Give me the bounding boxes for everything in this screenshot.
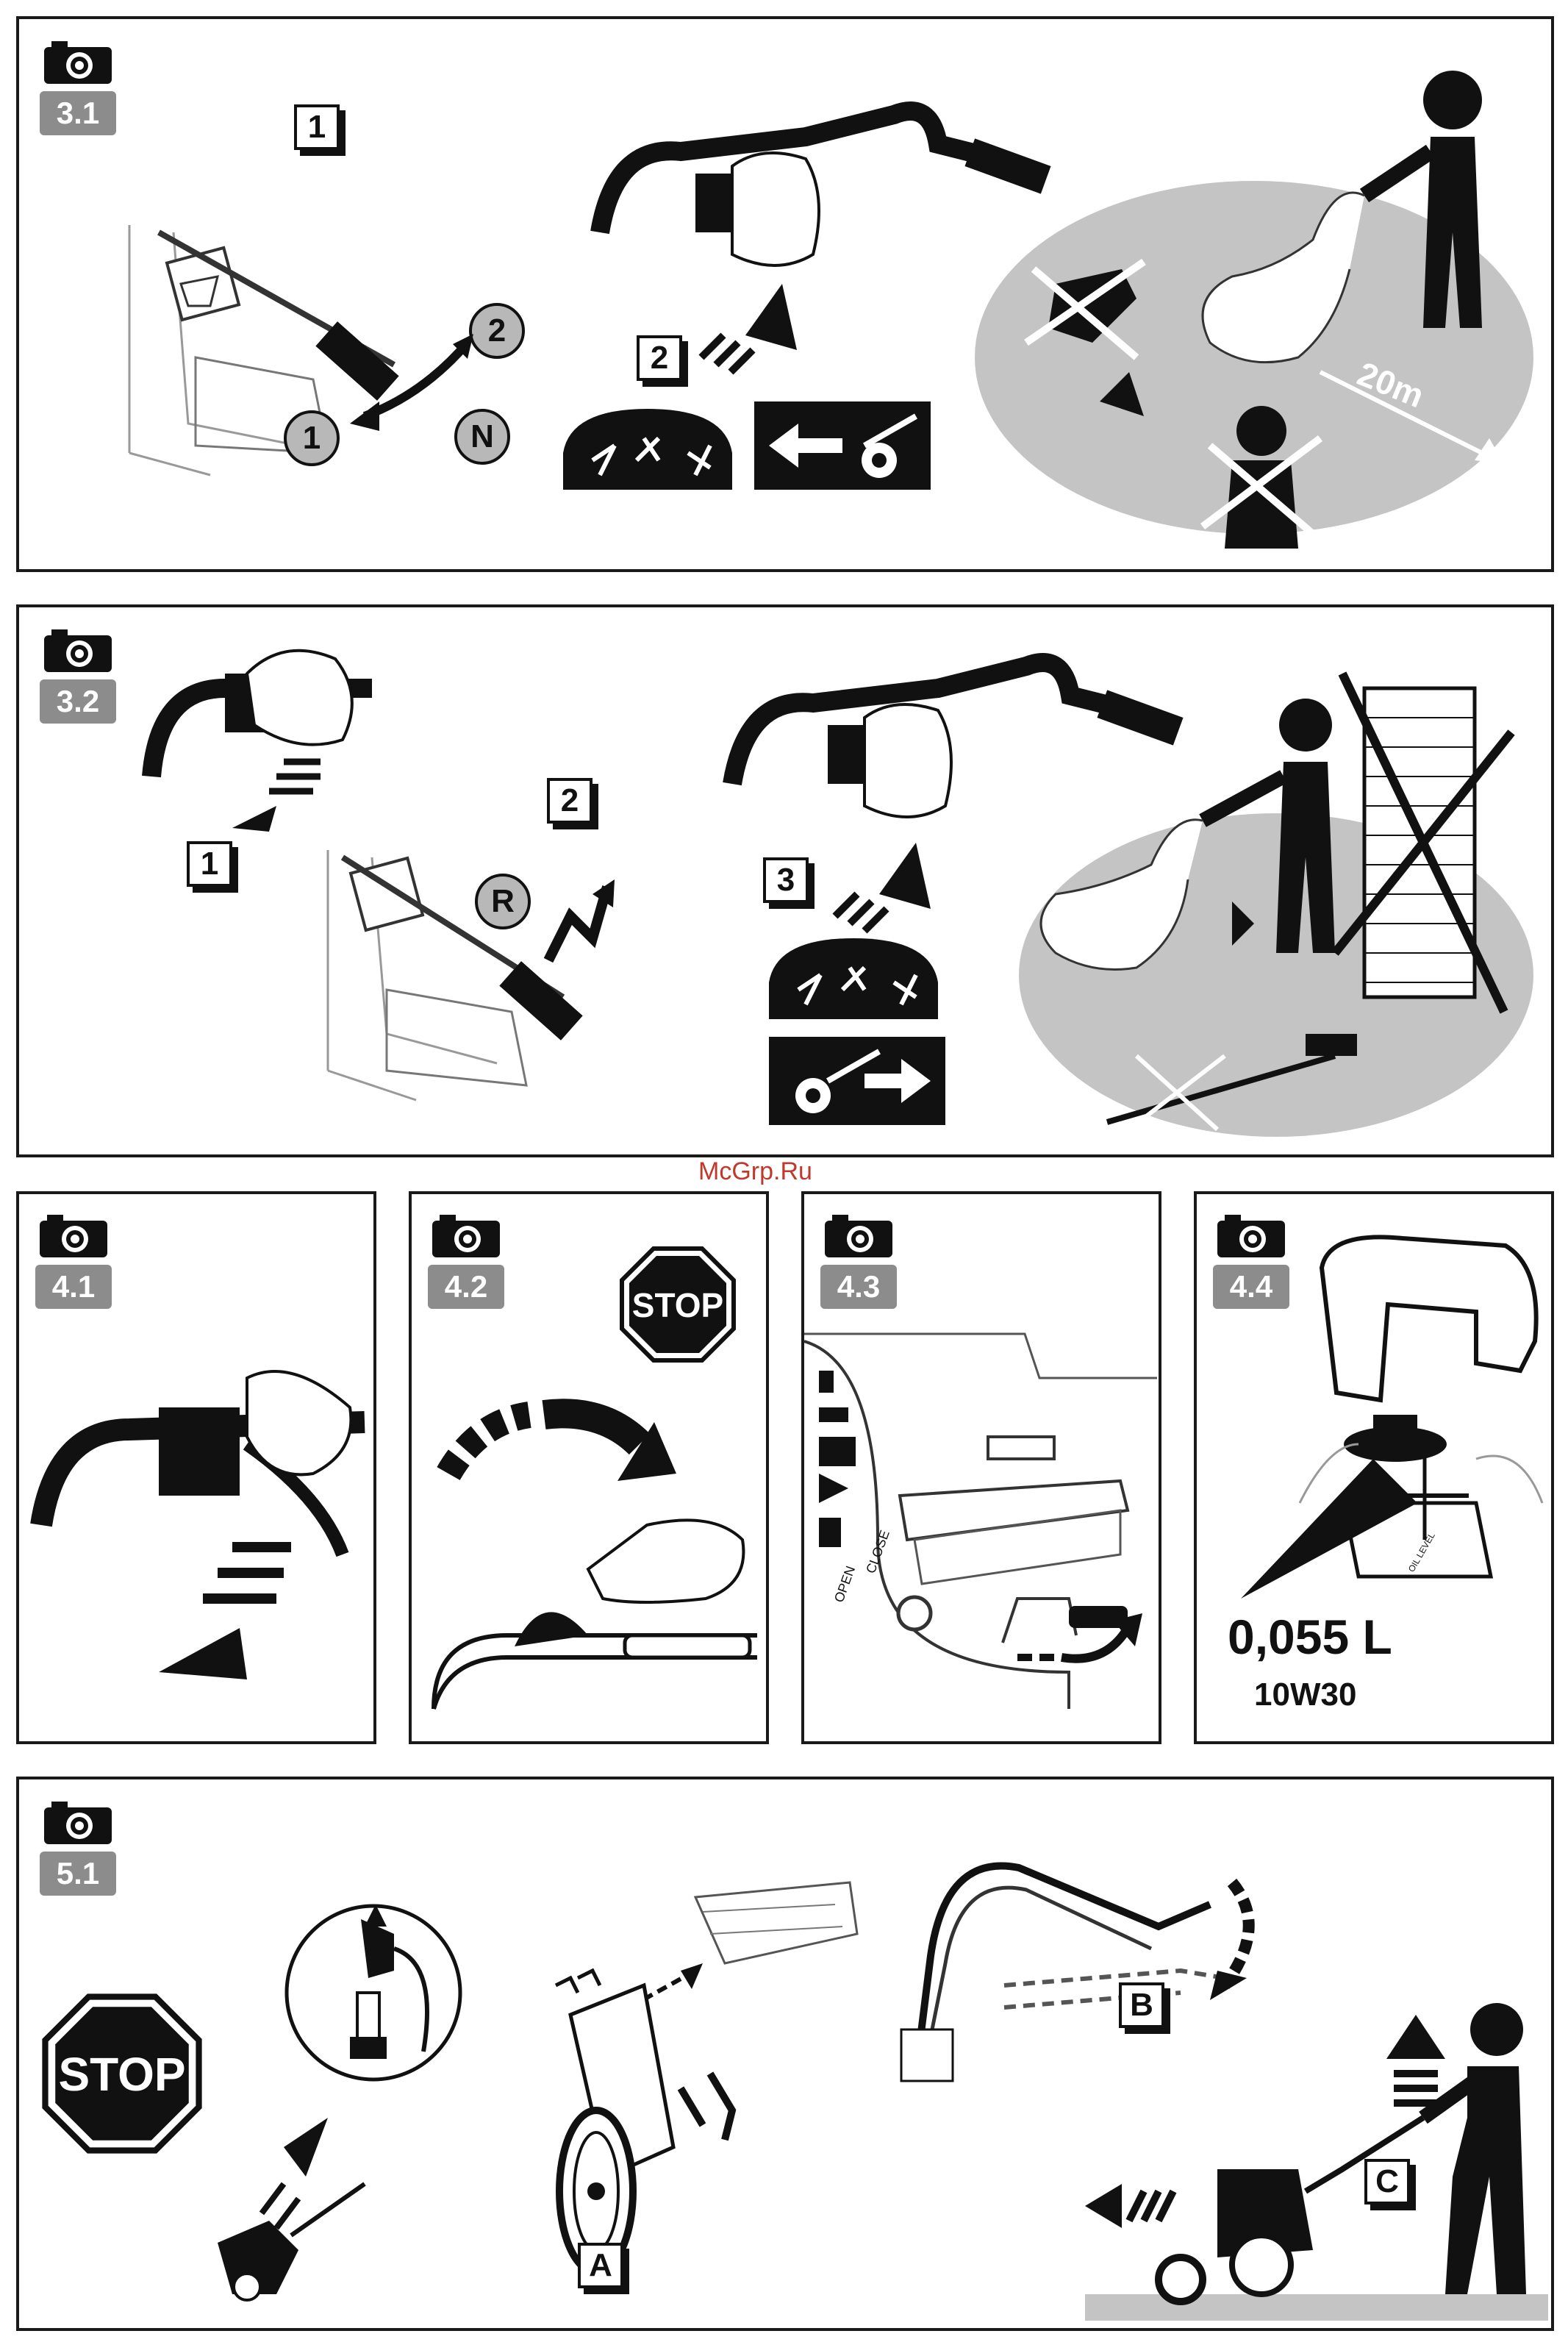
step-badge: 5.1 <box>40 1852 116 1896</box>
watermark: McGrp.Ru <box>698 1157 812 1186</box>
panel-5-1: 5.1 STOP A <box>16 1777 1554 2331</box>
gear-position-reverse: R <box>475 874 531 929</box>
gear-lever-illustration <box>313 828 622 1137</box>
forward-direction-icon <box>769 1037 945 1125</box>
push-arrow-icon <box>694 269 812 372</box>
step-badge: 4.1 <box>35 1265 112 1309</box>
gear-position-2: 2 <box>469 303 525 359</box>
label-box-c: C <box>1364 2159 1410 2204</box>
oil-amount: 0,055 L <box>1228 1609 1392 1665</box>
camera-icon <box>41 1799 115 1846</box>
panel-4-1: 4.1 <box>16 1191 376 1744</box>
clutch-lever-illustration <box>26 1349 372 1731</box>
camera-icon <box>1214 1212 1288 1259</box>
camera-icon <box>41 626 115 674</box>
step-badge: 4.4 <box>1213 1265 1289 1309</box>
gear-position-1: 1 <box>284 410 340 466</box>
transport-wheel-illustration <box>526 1868 864 2279</box>
spark-plug-illustration <box>203 1904 497 2302</box>
release-arrow-icon <box>225 754 343 835</box>
panel-4-3: 4.3 CLOSE OPEN <box>801 1191 1161 1744</box>
oil-grade: 10W30 <box>1254 1677 1356 1713</box>
throttle-arrow-icon <box>434 1385 684 1503</box>
panel-3-2: 3.2 1 2 R 3 <box>16 604 1554 1157</box>
stop-sign-label: STOP <box>41 2047 203 2102</box>
camera-icon <box>37 1212 110 1259</box>
step-box-2: 2 <box>547 778 593 824</box>
camera-icon <box>429 1212 503 1259</box>
step-box-3: 3 <box>763 857 809 903</box>
reverse-direction-icon <box>754 401 931 490</box>
camera-icon <box>822 1212 895 1259</box>
step-box-2: 2 <box>637 335 682 381</box>
safety-zone-illustration <box>967 49 1541 563</box>
transport-position-illustration <box>1085 2000 1548 2324</box>
step-badge: 4.2 <box>428 1265 504 1309</box>
panel-4-2: 4.2 STOP <box>409 1191 769 1744</box>
stop-sign-label: STOP <box>619 1285 737 1325</box>
step-badge: 4.3 <box>820 1265 897 1309</box>
panel-3-1: 3.1 1 2 1 N 2 <box>16 16 1554 572</box>
camera-icon <box>41 38 115 85</box>
oil-pour-wedge <box>1241 1459 1417 1599</box>
step-box-1: 1 <box>294 104 340 150</box>
choke-lever-illustration <box>804 1319 1161 1731</box>
shift-arrow-icon <box>534 879 615 968</box>
push-arrow-icon <box>828 828 945 931</box>
tines-icon <box>556 401 740 497</box>
label-box-a: A <box>578 2243 623 2288</box>
panel-4-4: 4.4 OIL LEVEL 0,055 L 10W30 <box>1194 1191 1554 1744</box>
step-box-1: 1 <box>187 841 232 887</box>
direction-arrow-icon <box>343 328 475 438</box>
throttle-control-illustration <box>419 1488 765 1724</box>
tines-icon <box>762 931 945 1027</box>
step-badge: 3.1 <box>40 91 116 135</box>
safety-zone-illustration <box>1012 644 1554 1157</box>
step-badge: 3.2 <box>40 679 116 724</box>
